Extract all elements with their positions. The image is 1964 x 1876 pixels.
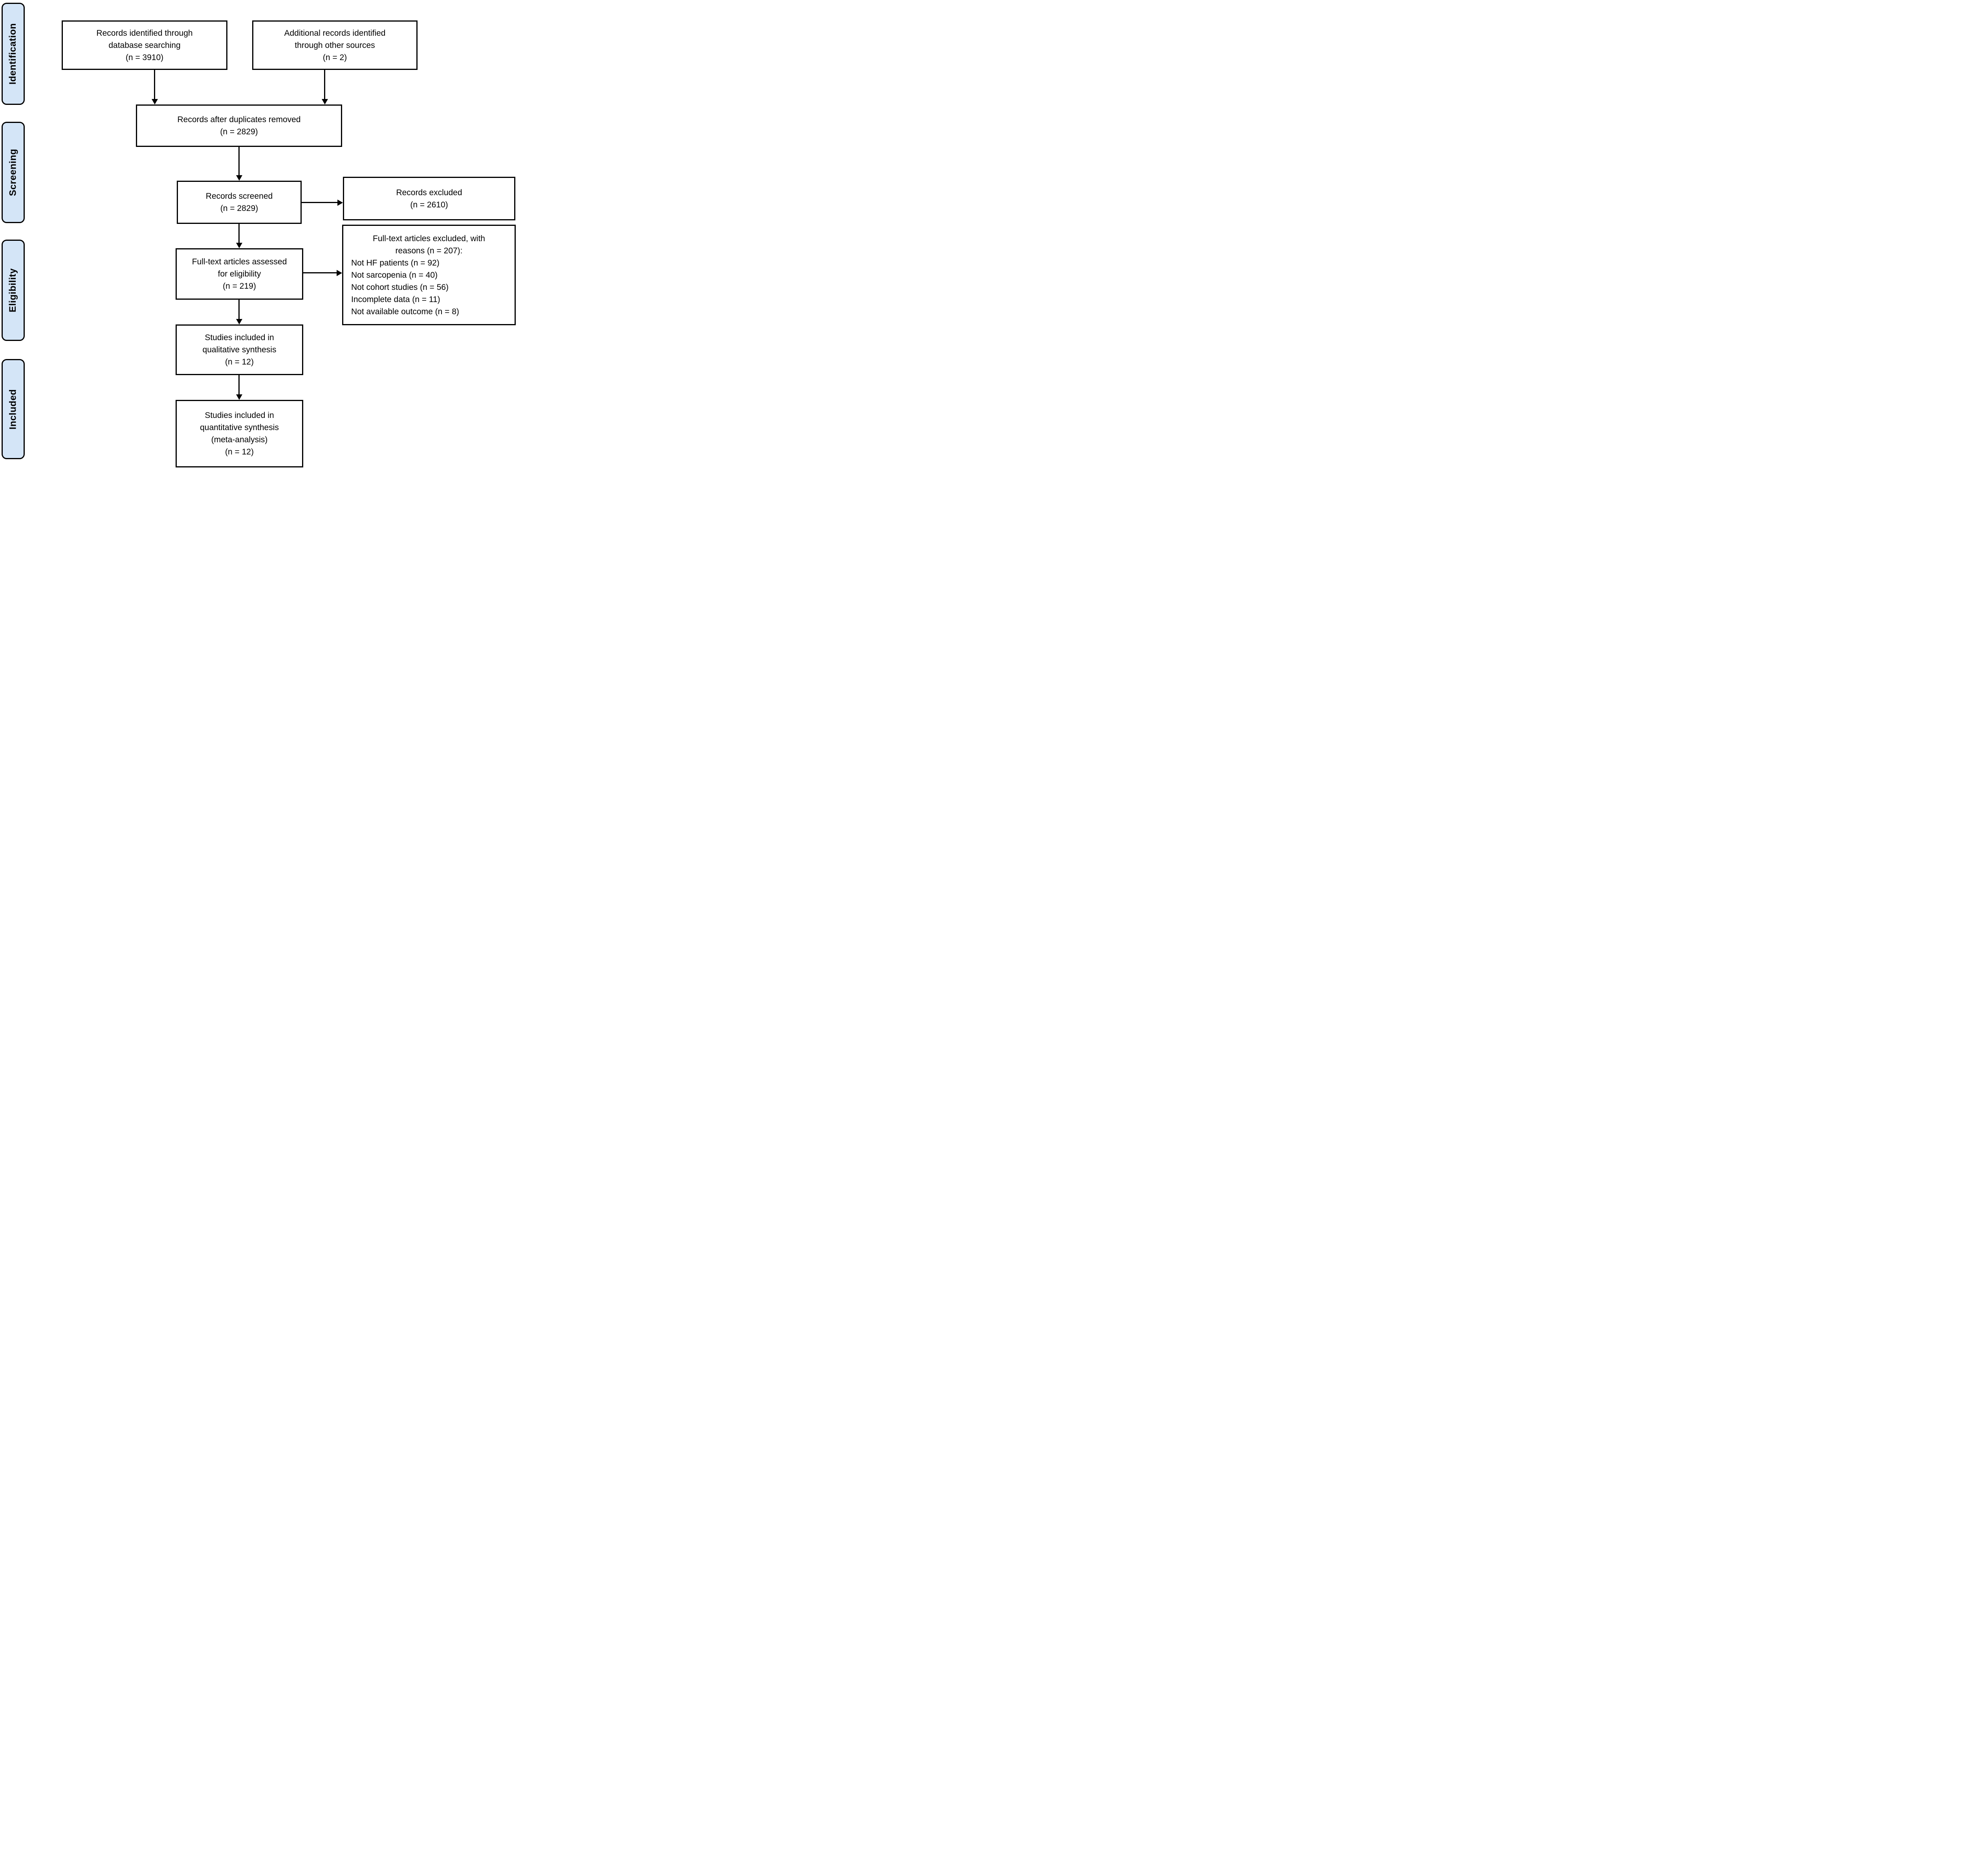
qualitative-synthesis-text-line2: qualitative synthesis — [202, 345, 277, 354]
arrow-down-additional-to-duplicates-icon — [321, 70, 328, 104]
records-screened-box: Records screened (n = 2829) — [177, 181, 302, 224]
additional-records-box: Additional records identified through ot… — [252, 20, 418, 70]
qualitative-synthesis-text-line1: Studies included in — [205, 333, 274, 342]
additional-records-text-line1: Additional records identified — [284, 28, 386, 38]
additional-records-text-line2: through other sources — [295, 40, 375, 50]
stage-screening: Screening — [2, 122, 25, 223]
stage-eligibility-label: Eligibility — [7, 268, 18, 313]
quantitative-synthesis-text-line2: quantitative synthesis — [200, 423, 279, 432]
fulltext-excluded-header-line2: reasons (n = 207): — [395, 246, 463, 255]
duplicates-removed-count: (n = 2829) — [220, 127, 258, 136]
arrow-down-screened-to-fulltext-icon — [236, 224, 242, 248]
additional-records-count: (n = 2) — [322, 53, 347, 62]
records-identified-count: (n = 3910) — [125, 53, 164, 62]
records-screened-count: (n = 2829) — [220, 204, 258, 213]
quantitative-synthesis-text-line1: Studies included in — [205, 411, 274, 420]
fulltext-excluded-reason-2: Not sarcopenia (n = 40) — [351, 270, 438, 280]
fulltext-excluded-reason-4: Incomplete data (n = 11) — [351, 295, 440, 304]
records-identified-text-line2: database searching — [108, 40, 181, 50]
fulltext-excluded-box: Full-text articles excluded, with reason… — [342, 225, 516, 325]
fulltext-assessed-text-line2: for eligibility — [218, 269, 261, 278]
records-excluded-count: (n = 2610) — [410, 200, 448, 209]
qualitative-synthesis-count: (n = 12) — [225, 357, 254, 366]
fulltext-excluded-reason-5: Not available outcome (n = 8) — [351, 307, 459, 316]
fulltext-assessed-box: Full-text articles assessed for eligibil… — [176, 248, 303, 300]
arrow-down-qualitative-to-quantitative-icon — [236, 375, 242, 400]
arrow-right-fulltext-to-excluded-icon — [303, 269, 342, 276]
fulltext-assessed-text-line1: Full-text articles assessed — [192, 257, 287, 266]
stage-screening-label: Screening — [7, 148, 18, 196]
prisma-flow-diagram: Identification Screening Eligibility Inc… — [0, 0, 517, 469]
records-identified-text-line1: Records identified through — [96, 28, 193, 38]
stage-included-label: Included — [7, 389, 18, 429]
qualitative-synthesis-box: Studies included in qualitative synthesi… — [176, 324, 303, 375]
quantitative-synthesis-count: (n = 12) — [225, 447, 254, 456]
stage-identification-label: Identification — [7, 23, 18, 85]
records-identified-box: Records identified through database sear… — [62, 20, 227, 70]
duplicates-removed-box: Records after duplicates removed (n = 28… — [136, 104, 342, 147]
stage-eligibility: Eligibility — [2, 240, 25, 341]
arrow-right-screened-to-excluded-icon — [302, 199, 343, 206]
arrow-down-fulltext-to-qualitative-icon — [236, 300, 242, 324]
arrow-down-identified-to-duplicates-icon — [151, 70, 158, 104]
fulltext-excluded-reason-1: Not HF patients (n = 92) — [351, 258, 440, 267]
arrow-down-duplicates-to-screened-icon — [236, 147, 242, 181]
records-screened-text: Records screened — [205, 192, 273, 201]
fulltext-excluded-header-line1: Full-text articles excluded, with — [373, 234, 485, 243]
quantitative-synthesis-box: Studies included in quantitative synthes… — [176, 400, 303, 467]
records-excluded-box: Records excluded (n = 2610) — [343, 177, 515, 220]
stage-included: Included — [2, 359, 25, 459]
records-excluded-text: Records excluded — [396, 188, 462, 197]
fulltext-excluded-reason-3: Not cohort studies (n = 56) — [351, 282, 449, 292]
stage-identification: Identification — [2, 3, 25, 105]
fulltext-assessed-count: (n = 219) — [223, 282, 256, 291]
quantitative-synthesis-text-line3: (meta-analysis) — [211, 435, 268, 444]
duplicates-removed-text: Records after duplicates removed — [177, 115, 301, 124]
